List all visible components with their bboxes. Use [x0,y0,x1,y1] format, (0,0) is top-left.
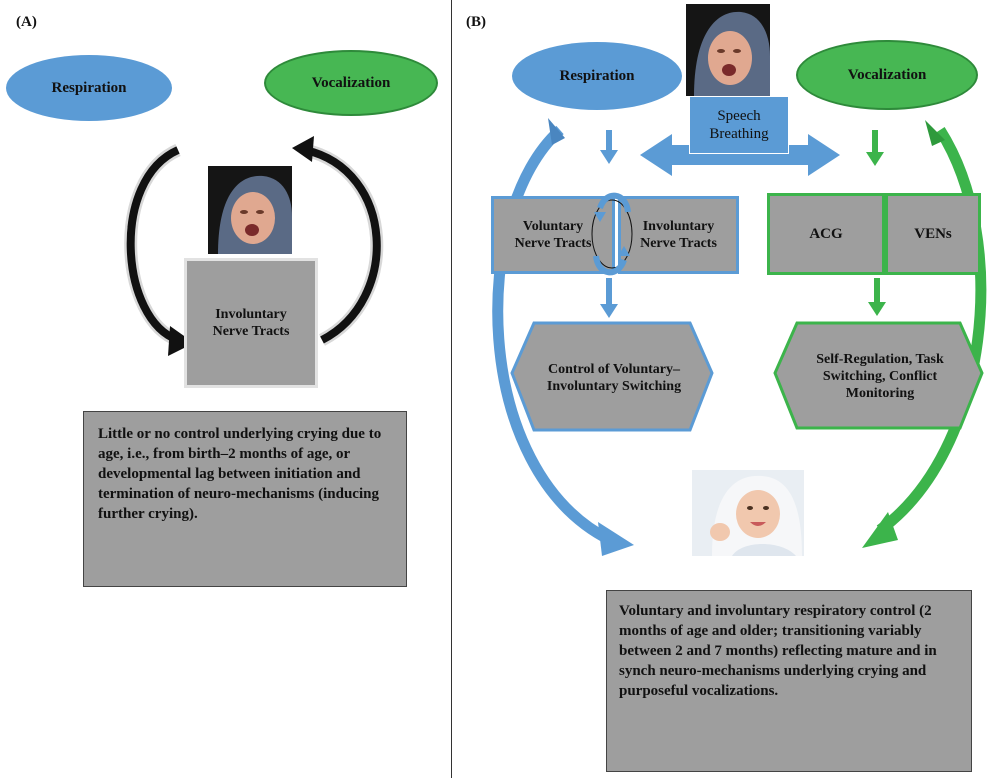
acg-box: ACG [767,193,885,275]
panel-b-label: (B) [466,14,486,30]
panel-a-note: Little or no control underlying crying d… [83,411,407,587]
vens-box: VENs [885,193,981,275]
respiration-ellipse-a: Respiration [6,55,172,121]
self-regulation-hexagon: Self-Regulation, Task Switching, Conflic… [816,351,944,401]
speech-breathing-box: Speech Breathing [689,96,789,154]
crying-baby-photo [686,4,770,96]
respiration-ellipse-b: Respiration [512,42,682,110]
panel-b-note: Voluntary and involuntary respiratory co… [606,590,972,772]
involuntary-nerve-tracts-a: Involuntary Nerve Tracts [184,258,318,388]
panel-divider [451,0,452,778]
vocalization-ellipse-b: Vocalization [796,40,978,110]
panel-a-label: (A) [16,14,37,30]
involuntary-nerve-tracts-b: Involuntary Nerve Tracts [618,196,739,274]
smiling-baby-photo [692,470,804,556]
vocalization-ellipse-a: Vocalization [264,50,438,116]
control-switching-hexagon: Control of Voluntary–Involuntary Switchi… [546,362,682,394]
crying-baby-photo [208,166,292,254]
